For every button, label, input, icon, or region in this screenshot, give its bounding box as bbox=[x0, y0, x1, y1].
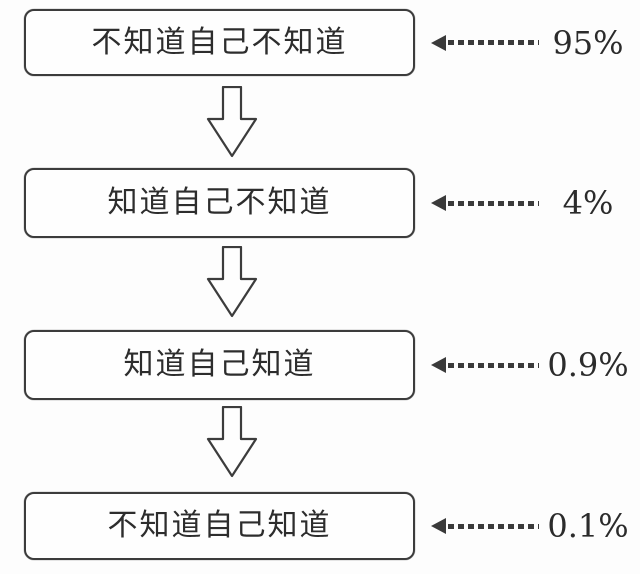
flow-box-1-label: 不知道自己不知道 bbox=[91, 24, 348, 60]
arrowhead-left-icon bbox=[431, 518, 446, 534]
dotted-line bbox=[448, 200, 539, 206]
flow-row-1: 不知道自己不知道 95% bbox=[0, 9, 640, 76]
dotted-left-arrow-icon bbox=[431, 195, 539, 211]
flow-row-3: 知道自己知道 0.9% bbox=[0, 330, 640, 400]
flow-box-3: 知道自己知道 bbox=[24, 330, 415, 400]
dotted-line bbox=[448, 362, 539, 368]
flow-box-4-label: 不知道自己知道 bbox=[107, 508, 332, 543]
dotted-line bbox=[448, 40, 539, 45]
dotted-left-arrow-icon bbox=[431, 357, 539, 373]
down-arrow-icon bbox=[206, 406, 258, 478]
flow-box-2-label: 知道自己不知道 bbox=[107, 185, 332, 220]
dotted-left-arrow-icon bbox=[431, 518, 539, 534]
percent-label-3: 0.9% bbox=[547, 346, 629, 384]
percent-label-4: 0.1% bbox=[547, 507, 629, 545]
arrowhead-left-icon bbox=[431, 195, 446, 211]
flow-box-3-label: 知道自己知道 bbox=[123, 347, 316, 382]
arrowhead-left-icon bbox=[431, 34, 446, 51]
dotted-left-arrow-icon bbox=[431, 34, 539, 51]
down-arrow-icon bbox=[206, 86, 258, 158]
down-arrow-icon bbox=[206, 246, 258, 318]
flow-row-2: 知道自己不知道 4% bbox=[0, 168, 640, 238]
flow-box-4: 不知道自己知道 bbox=[24, 492, 415, 560]
arrowhead-left-icon bbox=[431, 357, 446, 373]
percent-label-1: 95% bbox=[552, 23, 624, 62]
flow-box-2: 知道自己不知道 bbox=[24, 168, 415, 238]
dotted-line bbox=[448, 523, 539, 529]
flow-box-1: 不知道自己不知道 bbox=[24, 9, 415, 76]
percent-label-2: 4% bbox=[562, 184, 614, 222]
flow-row-4: 不知道自己知道 0.1% bbox=[0, 492, 640, 560]
